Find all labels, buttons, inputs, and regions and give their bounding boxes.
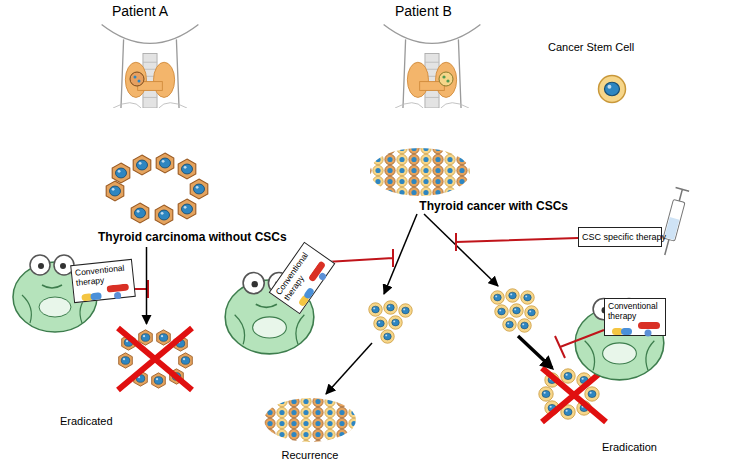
box-label: Conventional therapy bbox=[74, 262, 130, 288]
tumor-cell bbox=[190, 179, 208, 199]
tumor-cell bbox=[178, 199, 196, 219]
stem-cell bbox=[525, 306, 539, 320]
box-label: CSC specific therapy bbox=[582, 230, 658, 244]
legend-label: Cancer Stem Cell bbox=[548, 41, 634, 53]
tumor-cell bbox=[112, 163, 130, 183]
tumor-dot bbox=[134, 76, 137, 79]
red-capsule bbox=[107, 283, 130, 292]
tumor-cell bbox=[139, 330, 153, 345]
tumor-cell bbox=[155, 205, 173, 225]
tumor-cell bbox=[157, 330, 171, 345]
eradicated-cluster bbox=[118, 328, 192, 390]
pills-icon bbox=[608, 322, 662, 337]
tumor-cluster bbox=[106, 153, 208, 225]
stem-cell bbox=[495, 305, 509, 319]
patient-label: Patient B bbox=[395, 3, 452, 19]
stem-cell bbox=[374, 317, 388, 331]
stem-cell bbox=[561, 369, 575, 383]
tumor-icon bbox=[439, 72, 453, 86]
stem-cell bbox=[384, 301, 398, 315]
stem-cell bbox=[399, 304, 413, 318]
inhibition-bar bbox=[555, 330, 604, 358]
tumor-cell bbox=[179, 353, 193, 368]
stem-cell bbox=[369, 303, 383, 317]
syringe-fluid bbox=[664, 217, 679, 240]
cluster-label: Thyroid cancer with CSCs bbox=[368, 199, 568, 213]
cell-cluster: Thyroid carcinoma without CSCs bbox=[98, 148, 278, 244]
eradicated-stem-cells bbox=[539, 368, 606, 422]
tumor-icon bbox=[130, 72, 144, 86]
stem-cell bbox=[539, 387, 553, 401]
therapy-box: Conventional therapy bbox=[604, 298, 666, 336]
syringe-icon bbox=[658, 188, 689, 257]
mixed-cluster bbox=[370, 148, 470, 196]
flow-arrow bbox=[146, 247, 148, 324]
capsule-half bbox=[90, 292, 102, 300]
red-cross bbox=[542, 368, 606, 422]
tumor-dot bbox=[442, 75, 445, 78]
red-capsule bbox=[638, 322, 660, 329]
cluster-label: Recurrence bbox=[262, 448, 358, 462]
cell-cluster: Recurrence bbox=[262, 396, 358, 462]
surviving-stem-cells bbox=[369, 301, 413, 344]
tumor-cell bbox=[156, 153, 174, 173]
doctor-cartoon bbox=[575, 299, 664, 380]
inhibition-bar bbox=[456, 233, 578, 251]
cell-cluster: Thyroid cancer with CSCs bbox=[368, 145, 568, 213]
stem-cell bbox=[585, 387, 599, 401]
cluster-label: Eradicated bbox=[60, 414, 195, 428]
tablet bbox=[114, 292, 122, 300]
stem-cell bbox=[491, 291, 505, 305]
neck-illustration bbox=[102, 24, 199, 108]
tumor-cell bbox=[133, 155, 151, 175]
recurrent-cluster bbox=[264, 398, 356, 442]
therapy-box: Conventional therapy bbox=[70, 259, 136, 303]
neck-illustration bbox=[384, 24, 481, 108]
tumor-cell bbox=[119, 353, 133, 368]
capsule-half bbox=[303, 287, 315, 300]
flow-arrow bbox=[326, 343, 372, 394]
patient-label: Patient A bbox=[112, 3, 168, 19]
tumor-dot bbox=[138, 80, 141, 83]
tumor-cell bbox=[178, 159, 196, 179]
tumor-cell bbox=[152, 373, 166, 388]
capsule-half bbox=[621, 328, 632, 335]
stem-cell-icon bbox=[599, 76, 626, 103]
syringe-plunger bbox=[658, 188, 689, 257]
flow-arrow bbox=[518, 336, 552, 368]
tumor-cell bbox=[131, 203, 149, 223]
stem-cell bbox=[510, 304, 524, 318]
stem-cell bbox=[381, 330, 395, 344]
tumor-cell bbox=[106, 181, 124, 201]
stem-cell bbox=[506, 289, 520, 303]
cluster-label: Eradication bbox=[545, 440, 657, 454]
tablet bbox=[645, 330, 652, 337]
stem-cell bbox=[521, 291, 535, 305]
stem-cell bbox=[389, 316, 403, 330]
cluster-label: Thyroid carcinoma without CSCs bbox=[98, 230, 278, 244]
box-label: Conventional therapy bbox=[608, 301, 662, 321]
stem-cell-cluster bbox=[491, 289, 539, 333]
syringe-barrel bbox=[663, 199, 685, 241]
tablet bbox=[318, 272, 328, 282]
tumor-dot bbox=[446, 79, 449, 82]
inhibition-bar bbox=[326, 249, 393, 267]
flow-arrow bbox=[424, 214, 498, 286]
cell-cluster: Eradication bbox=[545, 372, 657, 454]
red-cross bbox=[118, 328, 192, 390]
stem-cell bbox=[518, 319, 532, 333]
stem-cell bbox=[503, 318, 517, 332]
inhibition-bar bbox=[134, 280, 148, 298]
cell-cluster: Eradicated bbox=[60, 326, 195, 428]
therapy-box: CSC specific therapy bbox=[578, 227, 662, 247]
flow-arrow bbox=[384, 214, 417, 294]
